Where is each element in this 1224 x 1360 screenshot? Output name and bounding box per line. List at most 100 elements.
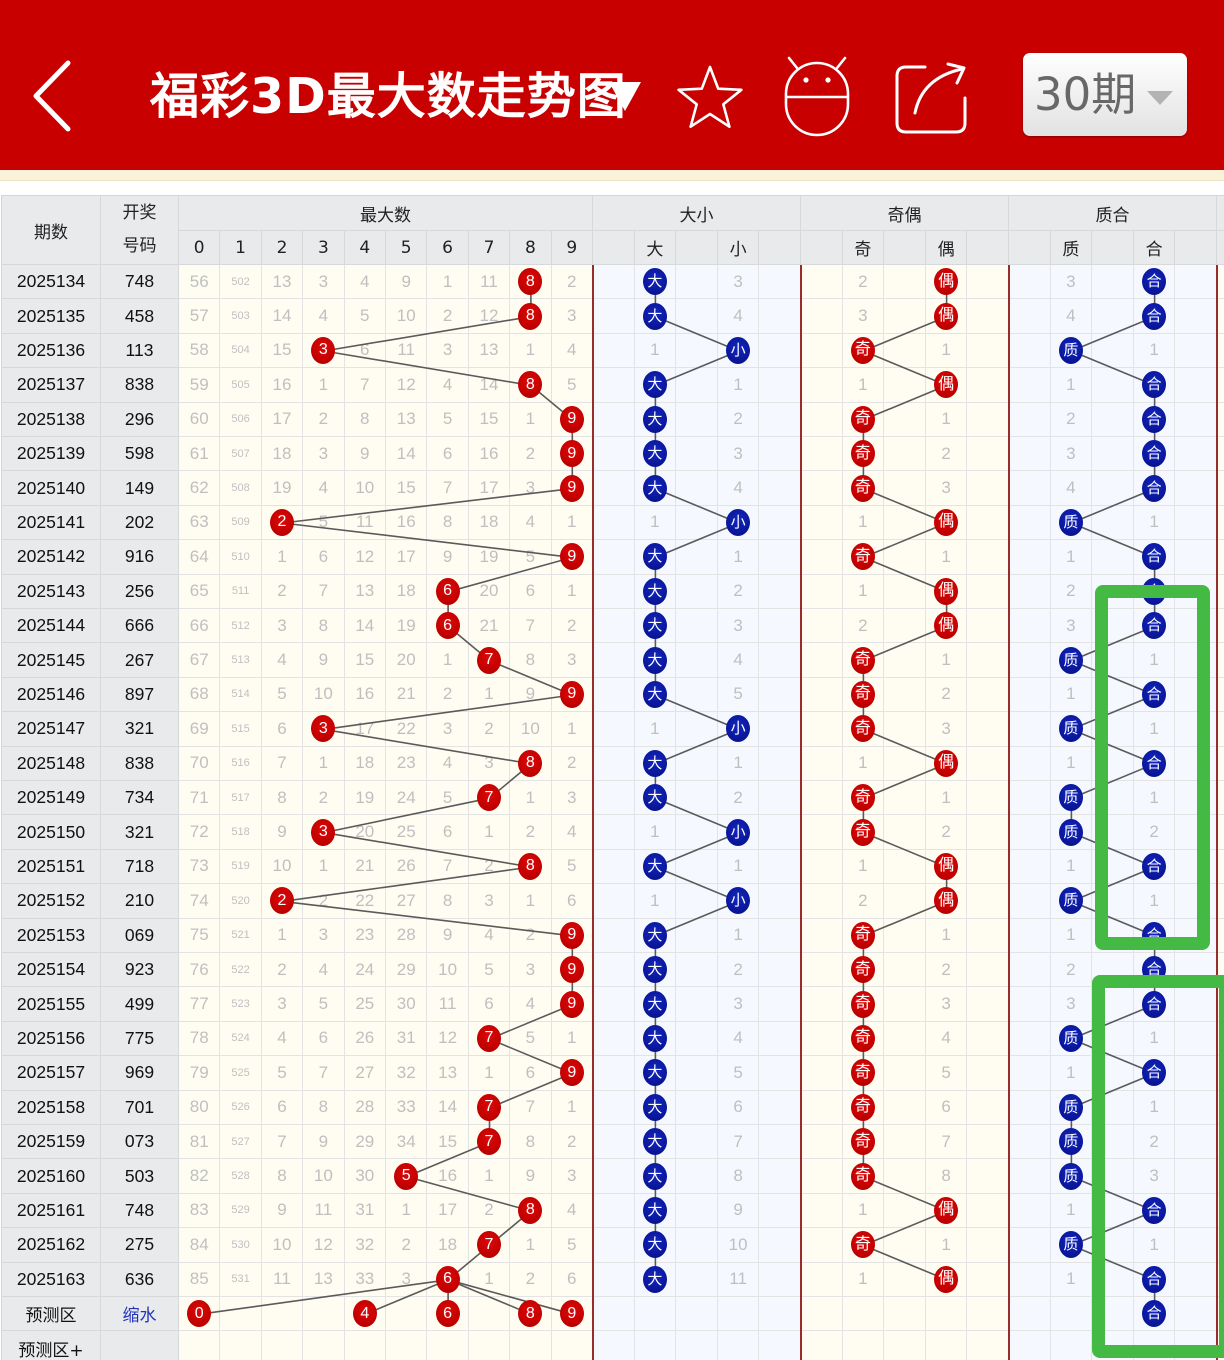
max-cell: 8	[344, 402, 386, 437]
draw-number: 149	[124, 477, 155, 498]
predict-cell-max-7[interactable]	[468, 1331, 511, 1360]
predict-cell-prime-3[interactable]	[1133, 1331, 1176, 1360]
android-robot-icon[interactable]	[780, 52, 854, 140]
share-icon[interactable]	[892, 60, 972, 140]
header-col-prime-4	[1175, 231, 1217, 265]
predict-cell-max-3[interactable]	[303, 1331, 345, 1360]
predict-cell-size-0[interactable]	[593, 1331, 635, 1360]
max-cell: 2	[510, 815, 552, 850]
predict-cell-max-8[interactable]	[510, 1331, 552, 1360]
predict-cell-parity-4[interactable]	[967, 1331, 1009, 1360]
predict-cell-parity-3[interactable]	[925, 1297, 968, 1332]
max-cell: 18	[427, 1228, 469, 1263]
max-cell: 16	[427, 1159, 469, 1194]
predict-cell-size-3[interactable]	[717, 1331, 760, 1360]
max-cell: 9	[551, 677, 593, 713]
omission-value: 19	[396, 615, 416, 635]
period-count-select[interactable]: 30期	[1023, 53, 1187, 136]
predict-cell-size-1[interactable]	[634, 1297, 677, 1332]
predict-cell-max-0[interactable]	[179, 1331, 221, 1360]
omission-value: 3	[484, 753, 494, 773]
predict-cell-max-6[interactable]	[427, 1331, 469, 1360]
predict-cell-max-4[interactable]	[344, 1331, 386, 1360]
predict-cell-prime-4[interactable]	[1175, 1331, 1217, 1360]
prime-cell	[1092, 987, 1134, 1022]
header-group-offscreen	[1217, 196, 1224, 231]
max-cell: 17	[261, 402, 304, 437]
size-cell: 3	[717, 265, 760, 300]
star-outline-icon[interactable]	[676, 64, 744, 132]
parity-hit-ball: 奇	[850, 646, 875, 674]
chevron-left-icon[interactable]	[28, 58, 78, 134]
page-title[interactable]: 福彩3D最大数走势图	[150, 68, 627, 125]
predict-cell-parity-2[interactable]	[884, 1297, 926, 1332]
shrink-filter-link[interactable]: 缩水	[122, 1306, 157, 1327]
predict-cell-size-2[interactable]	[676, 1331, 718, 1360]
predict-cell-parity-0[interactable]	[801, 1331, 843, 1360]
triangle-down-icon[interactable]	[609, 82, 643, 112]
predict-cell-max-7[interactable]	[468, 1297, 511, 1332]
max-cell: 3	[261, 609, 304, 644]
parity-cell	[801, 1125, 843, 1160]
predict-cell-max-0[interactable]: 0	[179, 1297, 221, 1332]
predict-cell-max-9[interactable]: 9	[551, 1297, 593, 1332]
predict-cell-prime-0[interactable]	[1009, 1297, 1051, 1332]
size-hit-ball: 小	[726, 818, 751, 846]
predict-cell-prime-0[interactable]	[1009, 1331, 1051, 1360]
max-cell: 74	[179, 884, 221, 919]
prime-cell: 合	[1133, 471, 1176, 506]
max-cell: 3	[468, 884, 511, 919]
prime-cell	[1009, 643, 1051, 678]
predict-cell-max-3[interactable]	[303, 1297, 345, 1332]
predict-cell-parity-4[interactable]	[967, 1297, 1009, 1332]
omission-value: 6	[277, 1097, 287, 1117]
prime-cell: 1	[1050, 918, 1093, 953]
max-cell: 1	[468, 1159, 511, 1194]
predict-cell-max-2[interactable]	[261, 1297, 304, 1332]
prime-cell: 合	[1133, 574, 1176, 609]
predict-cell-size-3[interactable]	[717, 1297, 760, 1332]
size-cell: 4	[717, 299, 760, 334]
predict-cell-prime-2[interactable]	[1092, 1297, 1134, 1332]
predict-cell-max-1[interactable]	[220, 1297, 262, 1332]
predict-cell-max-8[interactable]: 8	[510, 1297, 552, 1332]
predict-cell-max-5[interactable]	[386, 1331, 428, 1360]
prime-cell: 3	[1050, 437, 1093, 472]
parity-cell	[801, 265, 843, 300]
predict-cell-max-2[interactable]	[261, 1331, 304, 1360]
prime-hit-ball: 质	[1058, 715, 1083, 743]
size-cell	[759, 1125, 801, 1160]
max-cell: 77	[179, 987, 221, 1022]
predict-cell-max-6[interactable]: 6	[427, 1297, 469, 1332]
predict-cell-parity-2[interactable]	[884, 1331, 926, 1360]
predict-cell-size-4[interactable]	[759, 1297, 801, 1332]
predict-cell-prime-1[interactable]	[1050, 1331, 1093, 1360]
omission-value: 9	[525, 1166, 536, 1186]
max-cell: 2	[261, 505, 304, 541]
predict-cell-max-5[interactable]	[386, 1297, 428, 1332]
predict-cell-prime-3[interactable]: 合	[1133, 1297, 1176, 1332]
predict-cell-parity-0[interactable]	[801, 1297, 843, 1332]
omission-value: 2	[733, 959, 743, 979]
predict-cell-size-0[interactable]	[593, 1297, 635, 1332]
predict-cell-prime-2[interactable]	[1092, 1331, 1134, 1360]
predict-cell-max-9[interactable]	[551, 1331, 593, 1360]
predict-cell-parity-3[interactable]	[925, 1331, 968, 1360]
predict-cell-parity-1[interactable]	[842, 1297, 885, 1332]
parity-hit-ball: 奇	[850, 956, 875, 984]
parity-cell: 偶	[925, 849, 968, 885]
omission-value: 5	[277, 1062, 287, 1082]
size-cell	[676, 1193, 718, 1229]
predict-cell-prime-4[interactable]	[1175, 1297, 1217, 1332]
max-cell: 78	[179, 1021, 221, 1057]
prime-cell: 1	[1133, 712, 1176, 747]
max-cell: 25	[386, 815, 428, 850]
predict-cell-size-4[interactable]	[759, 1331, 801, 1360]
predict-cell-size-2[interactable]	[676, 1297, 718, 1332]
omission-value: 5	[318, 994, 329, 1014]
predict-cell-parity-1[interactable]	[842, 1331, 885, 1360]
predict-cell-prime-1[interactable]	[1050, 1297, 1093, 1332]
predict-cell-size-1[interactable]	[634, 1331, 677, 1360]
predict-cell-max-4[interactable]: 4	[344, 1297, 386, 1332]
predict-cell-max-1[interactable]	[220, 1331, 262, 1360]
